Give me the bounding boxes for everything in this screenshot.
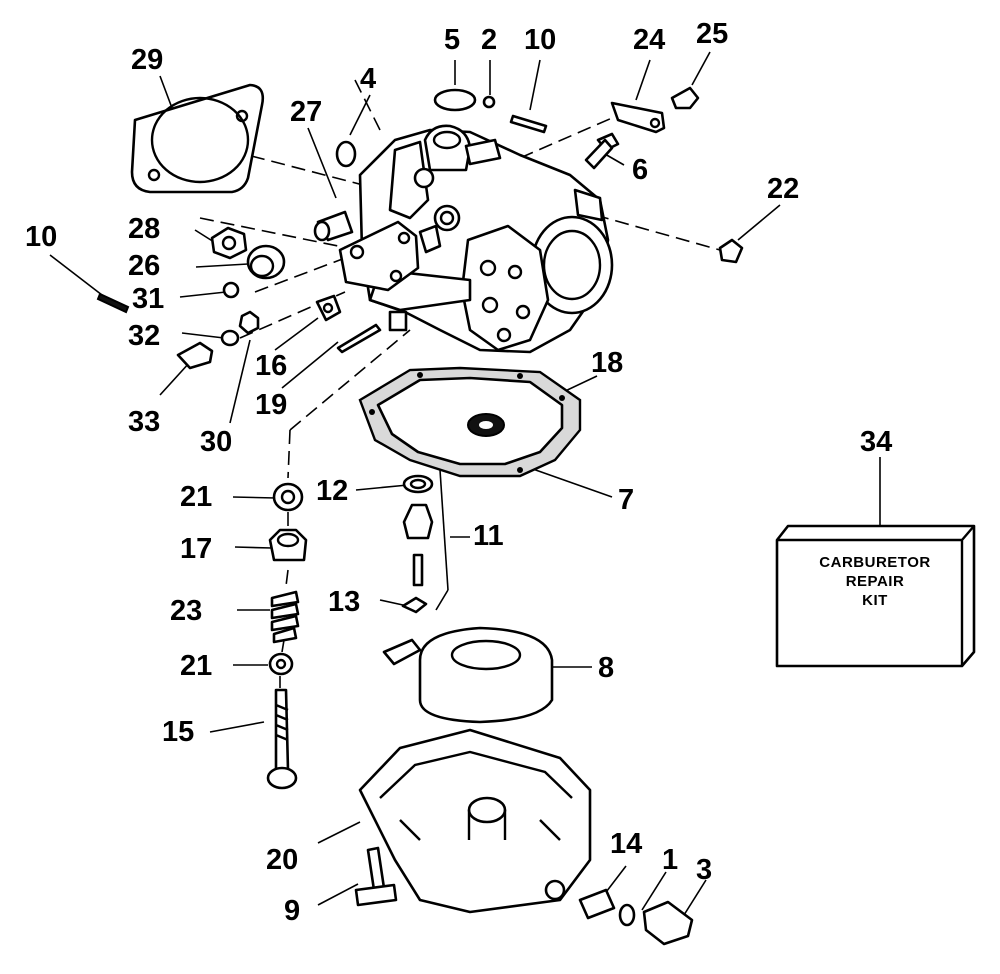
mixture-needle-assembly xyxy=(266,482,308,790)
callout-16: 16 xyxy=(255,350,288,382)
callout-30: 30 xyxy=(200,426,233,458)
drain-plug-parts xyxy=(578,888,694,946)
callout-6: 6 xyxy=(632,154,649,186)
callout-29: 29 xyxy=(131,44,164,76)
callout-1: 1 xyxy=(662,844,679,876)
callout-22: 22 xyxy=(767,173,800,205)
callout-12: 12 xyxy=(316,475,349,507)
float-bowl xyxy=(358,728,592,914)
kit-label-line3: KIT xyxy=(862,592,888,609)
callout-4: 4 xyxy=(360,63,377,95)
callout-7: 7 xyxy=(618,484,635,516)
callout-10-top: 10 xyxy=(524,24,557,56)
callout-9: 9 xyxy=(284,895,301,927)
callout-19: 19 xyxy=(255,389,288,421)
callout-32: 32 xyxy=(128,320,161,352)
callout-21-top: 21 xyxy=(180,481,213,513)
callout-5: 5 xyxy=(444,24,461,56)
float xyxy=(382,626,554,724)
callout-3: 3 xyxy=(696,854,713,886)
callout-24: 24 xyxy=(633,24,666,56)
callout-31: 31 xyxy=(132,283,165,315)
flange-gasket xyxy=(130,83,265,194)
small-parts-top xyxy=(335,86,744,264)
callout-2: 2 xyxy=(481,24,498,56)
callout-13: 13 xyxy=(328,586,361,618)
callout-18: 18 xyxy=(591,347,624,379)
callout-28: 28 xyxy=(128,213,161,245)
callout-33: 33 xyxy=(128,406,161,438)
inlet-needle xyxy=(401,474,434,614)
repair-kit-box xyxy=(775,524,976,668)
callout-11: 11 xyxy=(473,520,504,552)
leader-lines xyxy=(49,51,881,916)
bowl-screw xyxy=(354,846,398,907)
choke-lever xyxy=(313,210,442,292)
callout-25: 25 xyxy=(696,18,729,50)
callout-17: 17 xyxy=(180,533,213,565)
callout-27: 27 xyxy=(290,96,323,128)
callout-23: 23 xyxy=(170,595,203,627)
callout-34: 34 xyxy=(860,426,893,458)
kit-box-label: CARBURETOR REPAIR KIT xyxy=(790,553,960,610)
float-bowl-gasket xyxy=(358,366,582,478)
carburetor-body xyxy=(358,124,614,354)
callout-14: 14 xyxy=(610,828,643,860)
callout-10-left: 10 xyxy=(25,221,58,253)
callout-15: 15 xyxy=(162,716,195,748)
kit-label-line2: REPAIR xyxy=(845,573,905,590)
callout-8: 8 xyxy=(598,652,615,684)
small-parts-left xyxy=(96,226,382,370)
callout-21-bottom: 21 xyxy=(180,650,213,682)
callout-26: 26 xyxy=(128,250,161,282)
kit-label-line1: CARBURETOR xyxy=(819,554,931,571)
callout-20: 20 xyxy=(266,844,299,876)
